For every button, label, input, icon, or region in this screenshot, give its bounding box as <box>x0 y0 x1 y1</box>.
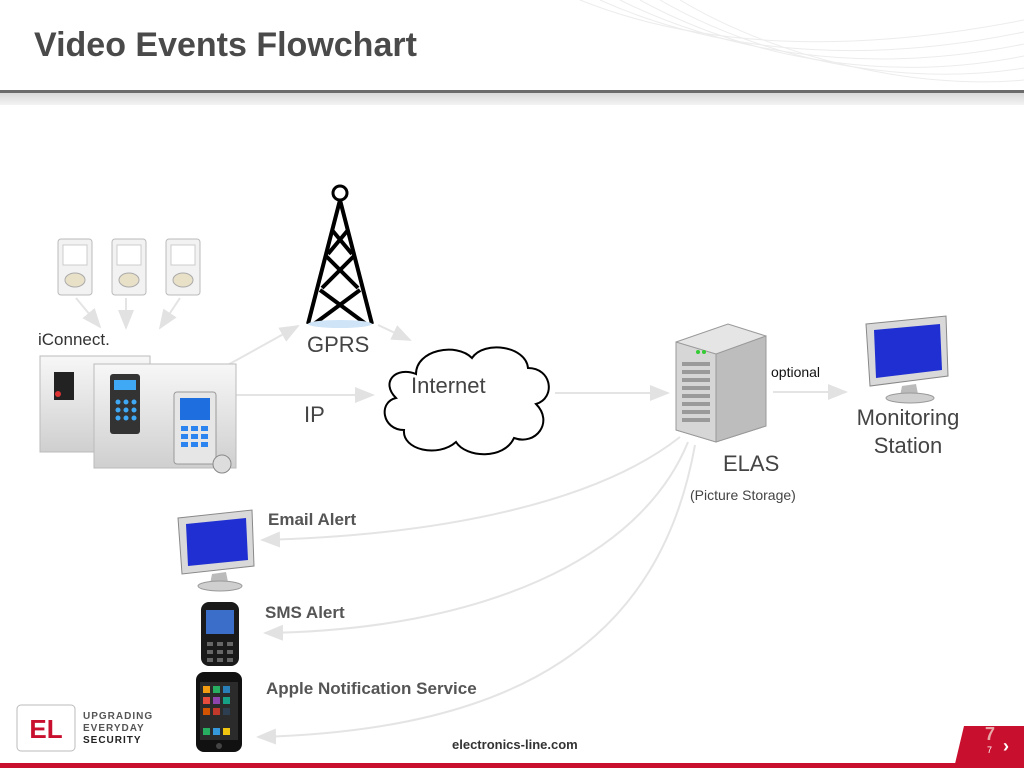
elas-server-icon <box>675 323 767 443</box>
gprs-tower-icon <box>306 184 374 328</box>
iconnect-brand-text: iConnect. <box>38 330 110 349</box>
title-divider-shadow <box>0 93 1024 105</box>
next-slide-chevron-icon[interactable]: › <box>1003 736 1009 756</box>
page-tab <box>954 726 1024 768</box>
apple-notification-label: Apple Notification Service <box>266 679 477 698</box>
internet-cloud-icon <box>383 346 550 456</box>
tagline-line: SECURITY <box>83 735 142 746</box>
keypad-icon <box>57 238 93 296</box>
iconnect-logo: iConnect. <box>38 330 110 350</box>
tagline-line: UPGRADING <box>83 711 154 722</box>
electronics-line-logo: EL <box>16 704 76 752</box>
gprs-label: GPRS <box>307 332 370 357</box>
monitoring-station-label: Monitoring Station <box>856 405 960 458</box>
logo-text: EL <box>29 714 62 744</box>
elas-label: ELAS <box>723 451 780 476</box>
decorative-swirl <box>579 0 1024 83</box>
picture-storage-label: (Picture Storage) <box>690 487 796 503</box>
page-number-small: 7 <box>987 745 993 755</box>
footer-tagline: UPGRADING EVERYDAY SECURITY <box>83 711 153 747</box>
footer-url: electronics-line.com <box>452 737 578 752</box>
tagline-line: EVERYDAY <box>83 723 145 734</box>
iphone-icon <box>196 672 242 752</box>
keypad-icon <box>165 238 201 296</box>
internet-label: Internet <box>411 373 486 398</box>
title-divider <box>0 90 1024 93</box>
keypad-devices <box>57 238 201 296</box>
sms-smartphone-icon <box>201 602 239 666</box>
email-alert-label: Email Alert <box>268 510 357 529</box>
email-monitor-icon <box>177 509 255 592</box>
optional-label: optional <box>771 364 821 380</box>
footer-accent-bar <box>0 763 1024 768</box>
monitoring-station-monitor-icon <box>865 315 949 404</box>
sms-alert-label: SMS Alert <box>265 603 345 622</box>
keypad-icon <box>111 238 147 296</box>
ip-label: IP <box>304 402 325 427</box>
page-number: 7 <box>985 724 996 744</box>
slide-title: Video Events Flowchart <box>34 26 417 64</box>
control-panel-icon <box>39 355 237 474</box>
